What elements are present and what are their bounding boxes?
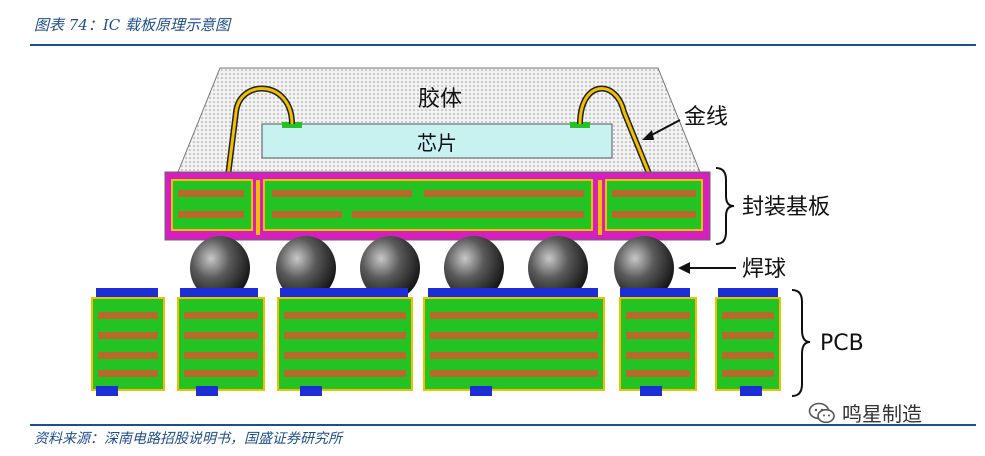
solder-ball xyxy=(528,236,588,300)
solder-ball xyxy=(276,236,336,300)
solder-ball xyxy=(444,236,504,300)
solder-balls xyxy=(190,236,674,300)
die-attach xyxy=(262,158,612,172)
mold-label: 胶体 xyxy=(418,87,462,112)
figure-title: 图表 74：IC 载板原理示意图 xyxy=(34,16,231,34)
substrate-label: 封装基板 xyxy=(742,195,830,220)
solder-ball xyxy=(190,236,250,300)
substrate-brace xyxy=(715,167,735,245)
source-note: 资料来源：深南电路招股说明书，国盛证券研究所 xyxy=(34,431,342,447)
solder-ball xyxy=(614,236,674,300)
chip-pad-left xyxy=(282,122,302,128)
watermark: 鸣星制造 xyxy=(808,398,922,427)
package-substrate xyxy=(164,171,711,241)
chip-pad-right xyxy=(570,122,590,128)
watermark-text: 鸣星制造 xyxy=(842,402,922,426)
solder-ball xyxy=(360,236,420,300)
wire-label: 金线 xyxy=(684,105,728,130)
pcb-board xyxy=(91,288,781,396)
footer-rule xyxy=(30,424,976,426)
wechat-icon xyxy=(808,402,835,423)
title-rule xyxy=(30,44,976,46)
pcb-brace xyxy=(791,289,811,397)
solder-ball-label: 焊球 xyxy=(742,257,786,282)
pcb-label: PCB xyxy=(820,331,864,356)
chip-label: 芯片 xyxy=(417,131,457,155)
chip xyxy=(261,123,613,159)
